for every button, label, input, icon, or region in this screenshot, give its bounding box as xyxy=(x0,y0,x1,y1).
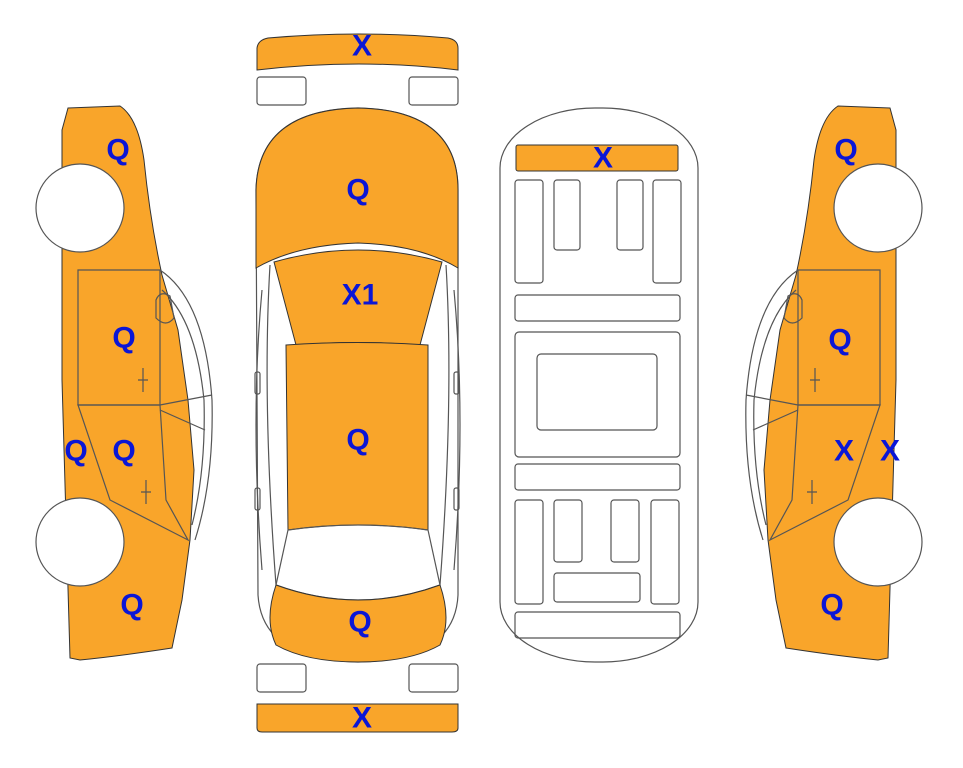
underbody-cell xyxy=(514,463,681,491)
left-rear-door-outline xyxy=(77,404,190,542)
left-rear-handle xyxy=(141,480,151,504)
label-right-rear-quarter: Q xyxy=(820,589,843,622)
top-left-body-line xyxy=(255,289,263,571)
left-roofline xyxy=(159,269,213,541)
damage-labels: X Q X1 Q Q X X Q Q Q Q Q Q Q X X Q xyxy=(64,30,900,735)
right-rear-door-outline xyxy=(768,404,881,542)
right-rear-handle xyxy=(807,480,817,504)
top-view xyxy=(254,33,461,733)
underbody-view xyxy=(499,107,699,663)
top-left-mirror xyxy=(254,371,261,395)
top-right-rear-handle xyxy=(453,487,460,511)
underbody-cell xyxy=(652,179,682,284)
left-glass-line xyxy=(161,289,205,526)
top-left-side-glass xyxy=(266,264,277,586)
front-bumper[interactable] xyxy=(256,33,459,71)
left-front-handle xyxy=(138,368,148,392)
label-windshield: X1 xyxy=(342,279,379,312)
right-headlight xyxy=(408,76,459,106)
label-right-rocker: X xyxy=(880,435,900,468)
right-front-handle xyxy=(810,368,820,392)
left-headlight xyxy=(256,76,307,106)
right-b-pillar xyxy=(745,394,799,406)
label-trunk: Q xyxy=(348,606,371,639)
top-right-side-glass xyxy=(439,264,450,586)
label-left-front-door: Q xyxy=(112,322,135,355)
top-left-rear-handle xyxy=(254,487,261,511)
left-front-wheel xyxy=(35,163,125,253)
underbody-cell xyxy=(616,179,644,251)
underbody-cell xyxy=(610,499,640,563)
right-taillight xyxy=(408,663,459,693)
left-mirror xyxy=(155,293,175,324)
left-side-view xyxy=(35,105,213,661)
underbody-cell xyxy=(514,331,681,458)
label-front-bumper: X xyxy=(352,30,372,63)
right-roofline xyxy=(745,269,799,541)
label-hood: Q xyxy=(346,174,369,207)
label-left-rear-door: Q xyxy=(112,435,135,468)
label-underbody-front: X xyxy=(593,142,613,175)
left-rear-wheel xyxy=(35,497,125,587)
top-right-mirror xyxy=(453,371,460,395)
label-left-rear-quarter: Q xyxy=(120,589,143,622)
label-roof: Q xyxy=(346,424,369,457)
underbody-cell xyxy=(514,179,544,284)
label-right-rear-door: X xyxy=(834,435,854,468)
right-side-view xyxy=(745,105,923,661)
hood[interactable] xyxy=(255,107,459,269)
underbody-cell xyxy=(553,499,583,563)
rear-window xyxy=(275,524,441,601)
top-right-body-line xyxy=(453,289,461,571)
underbody-front-panel[interactable] xyxy=(515,144,679,172)
underbody-cell xyxy=(514,294,681,322)
label-left-front-fender: Q xyxy=(106,134,129,167)
label-left-rocker: Q xyxy=(64,435,87,468)
label-right-front-door: Q xyxy=(828,324,851,357)
right-glass-line xyxy=(753,289,797,526)
underbody-cell xyxy=(553,572,641,603)
underbody-cell xyxy=(536,353,658,431)
label-right-front-fender: Q xyxy=(834,134,857,167)
right-window-split xyxy=(752,409,799,431)
underbody-cell xyxy=(553,179,581,251)
underbody-cell xyxy=(650,499,680,605)
rear-bumper[interactable] xyxy=(256,703,459,733)
underbody-outline xyxy=(499,107,699,663)
right-rear-wheel xyxy=(833,497,923,587)
left-b-pillar xyxy=(159,394,213,406)
label-rear-bumper: X xyxy=(352,702,372,735)
underbody-cell xyxy=(514,611,681,639)
underbody-cell xyxy=(514,499,544,605)
right-front-wheel xyxy=(833,163,923,253)
trunk[interactable] xyxy=(269,584,447,663)
left-window-split xyxy=(159,409,206,431)
left-taillight xyxy=(256,663,307,693)
right-mirror xyxy=(783,293,803,324)
